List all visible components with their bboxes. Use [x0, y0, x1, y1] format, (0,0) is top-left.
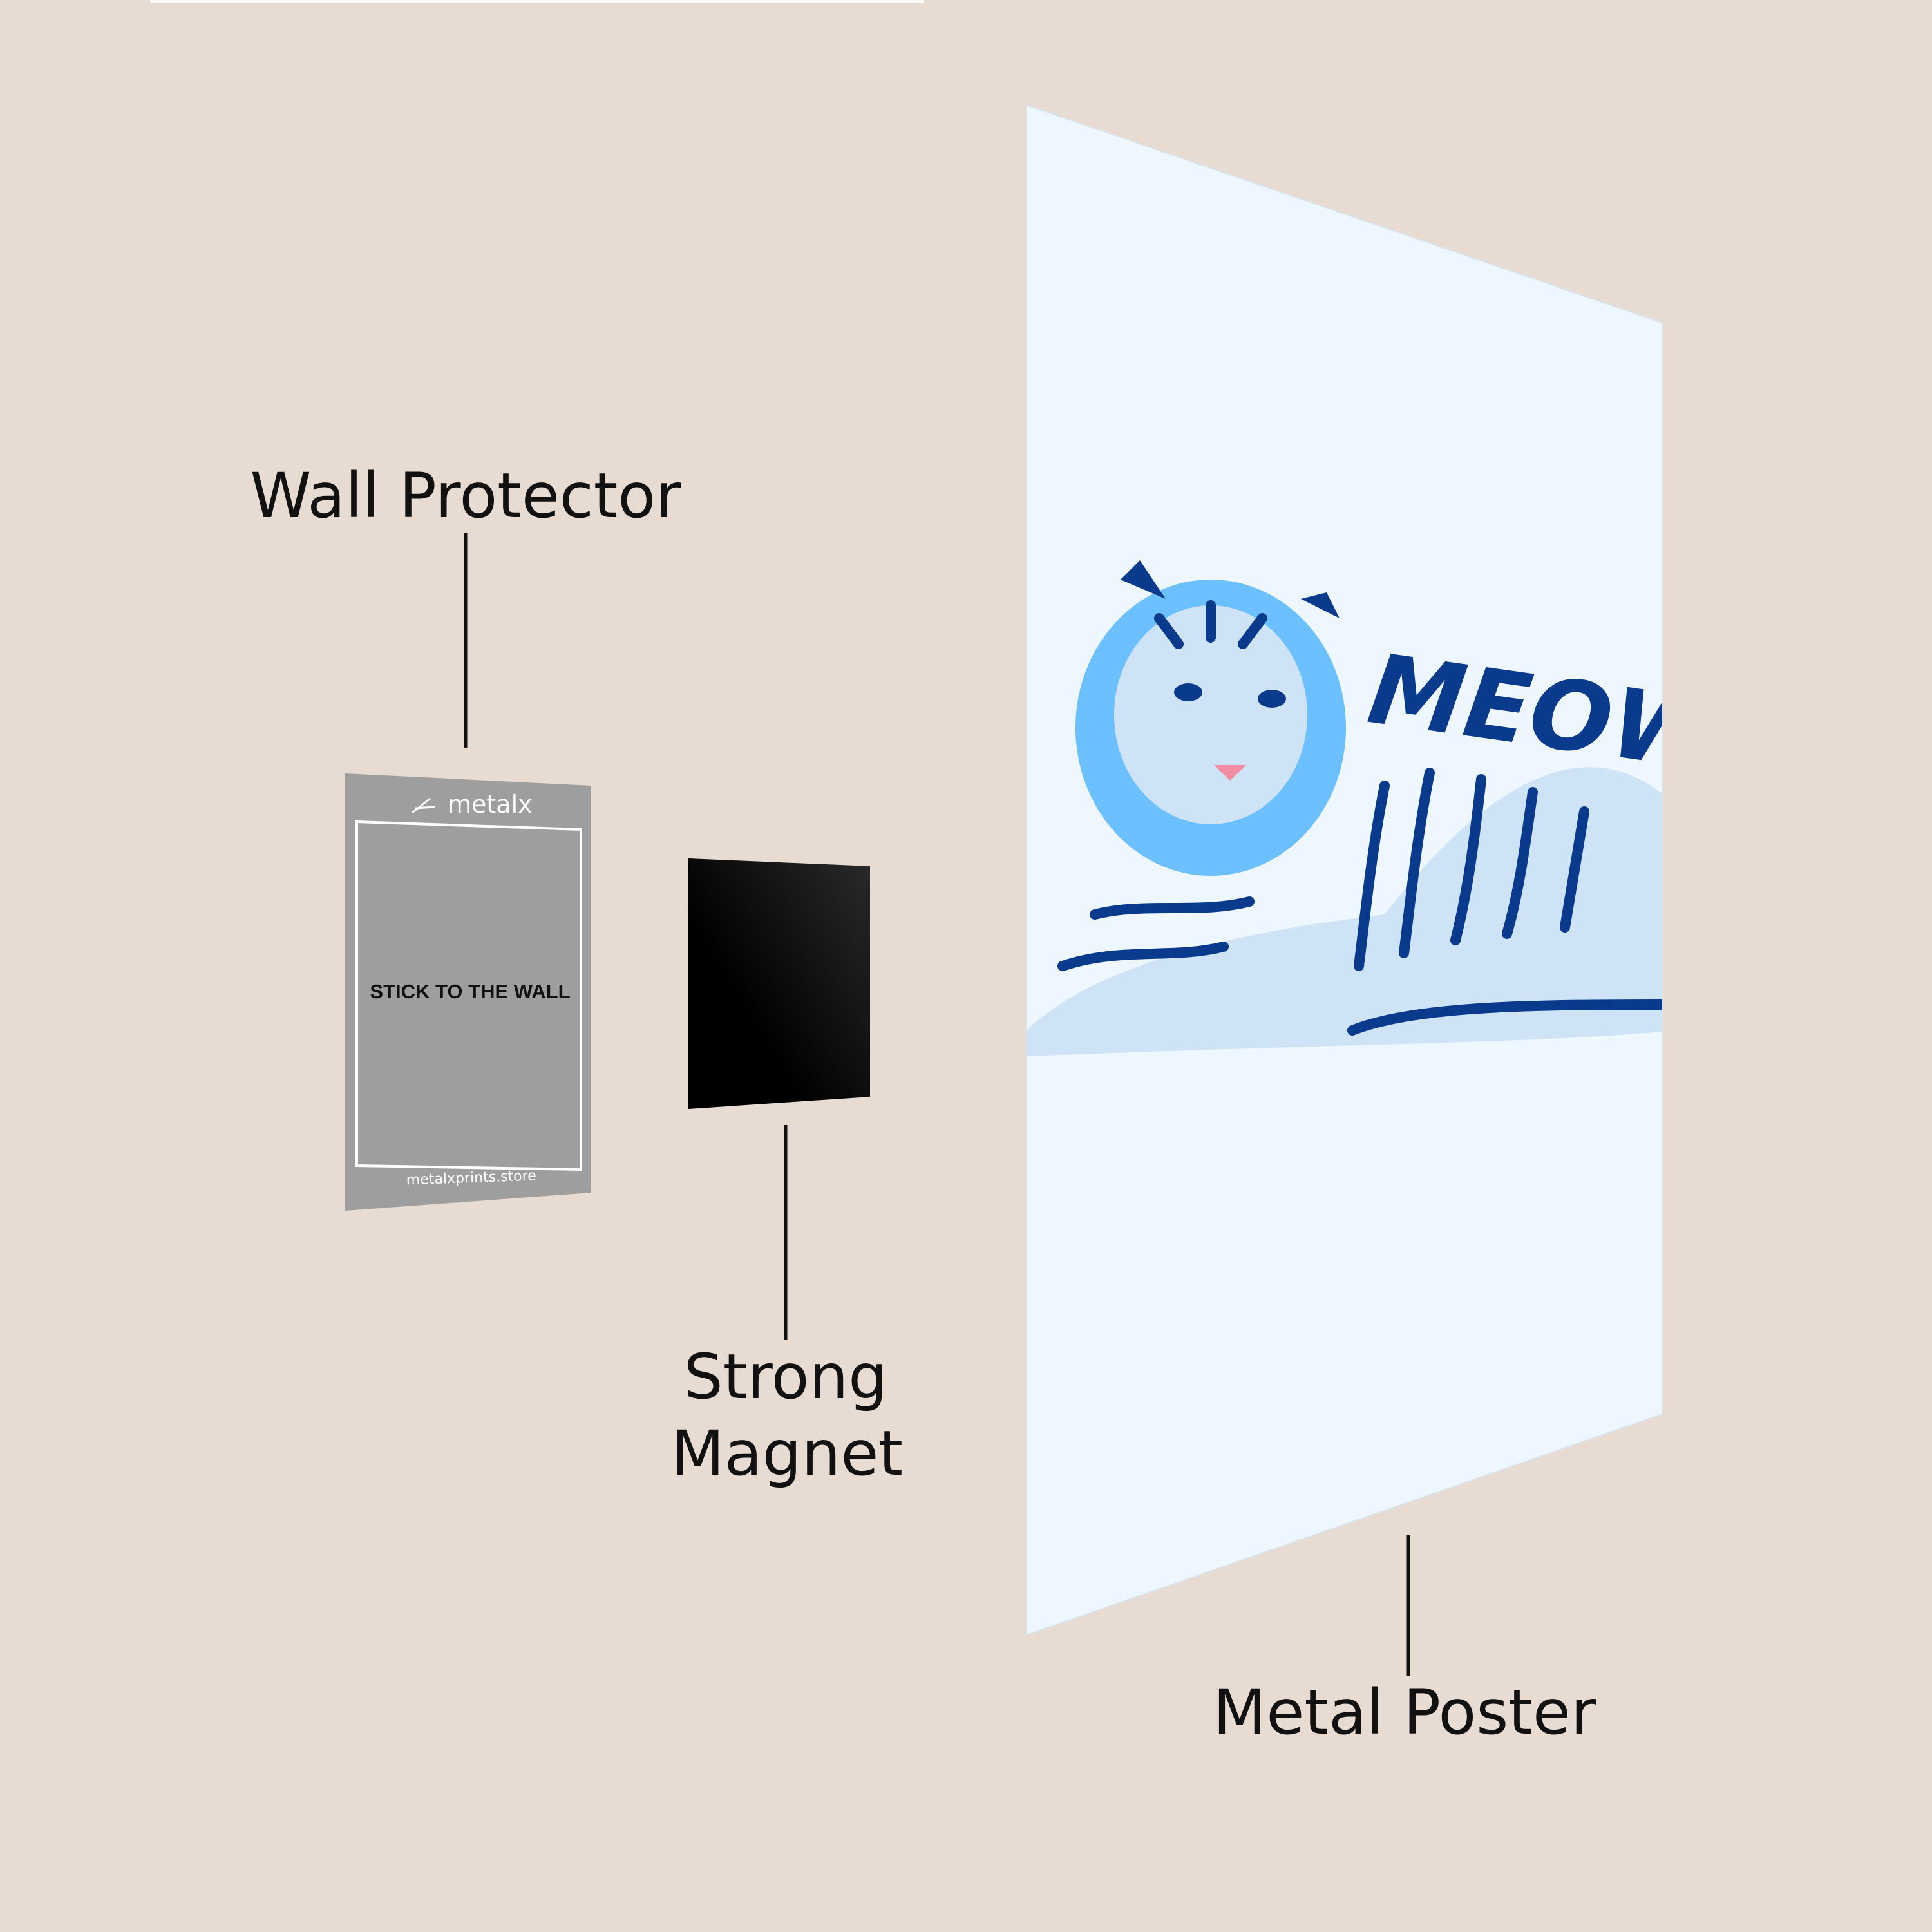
top-edge-strip: [150, 0, 924, 3]
wall-protector-label: Wall Protector: [250, 460, 681, 532]
stick-to-wall-text: STICK TO THE WALL: [370, 980, 570, 1003]
metal-poster: MEOW: [1026, 104, 1663, 1636]
metal-poster-label: Metal Poster: [1213, 1676, 1596, 1748]
strong-magnet-label-line1: Strong: [684, 1341, 887, 1413]
wall-protector: metalx STICK TO THE WALL metalxprints.st…: [345, 773, 591, 1211]
strong-magnet: [688, 858, 870, 1109]
metalx-logo: metalx: [412, 790, 533, 819]
svg-text:metalx: metalx: [448, 790, 533, 819]
tiger-artwork: MEOW: [1027, 560, 1662, 1056]
strong-magnet-label-line2: Magnet: [671, 1417, 903, 1490]
